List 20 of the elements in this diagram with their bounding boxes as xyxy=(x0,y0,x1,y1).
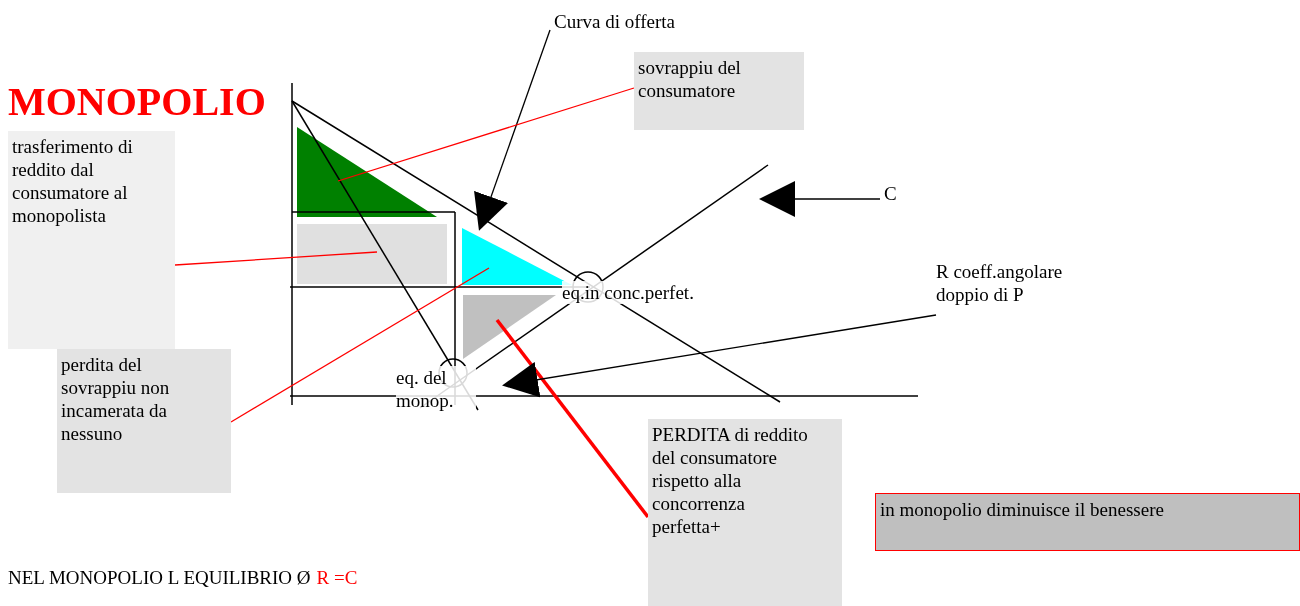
curve-label: Curva di offerta xyxy=(550,6,720,37)
arrow xyxy=(759,181,881,217)
leader-line xyxy=(495,318,650,519)
leader-line xyxy=(174,251,378,266)
leader-line xyxy=(337,87,635,182)
leader-line xyxy=(230,267,490,423)
curve-label: R coeff.angolare doppio di P xyxy=(936,260,1086,340)
equation-text: R =C xyxy=(316,567,358,588)
statement-text: NEL MONOPOLIO L EQUILIBRIO Ø xyxy=(8,567,311,588)
arrow xyxy=(502,314,937,398)
callout-box: trasferimento di reddito dal consumatore al monopolista xyxy=(8,131,175,349)
callout-box: sovrappiu del consumatore xyxy=(634,52,804,130)
callout-box: perdita del sovrappiu non incamerata da nessuno xyxy=(57,349,231,493)
title: MONOPOLIO xyxy=(8,80,266,124)
arrow xyxy=(474,29,551,231)
callout-box: PERDITA di reddito del consumatore rispetto alla concorrenza perfetta+ xyxy=(648,419,842,606)
curve-label: C xyxy=(880,178,910,209)
equilibrium-label: eq.in conc.perfet. xyxy=(562,281,694,304)
equilibrium-label: eq. del monop. xyxy=(396,366,476,412)
note-box: in monopolio diminuisce il benessere xyxy=(875,493,1300,551)
